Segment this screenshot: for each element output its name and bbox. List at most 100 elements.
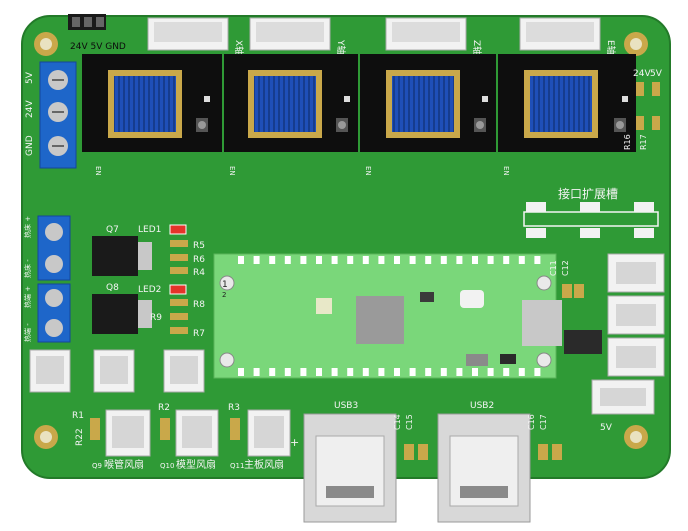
axis-connector-y xyxy=(249,17,331,51)
axis-label-y: Y轴 xyxy=(335,39,347,55)
pico-pin xyxy=(518,368,525,376)
usb3-label: USB3 xyxy=(334,401,358,411)
pico-pin xyxy=(440,368,447,376)
pico-pin xyxy=(347,256,354,264)
fan-connector-left-2 xyxy=(93,349,135,393)
stepper-driver-x xyxy=(82,54,222,152)
pico-pin xyxy=(425,368,432,376)
capacitor-c15: C15 xyxy=(405,414,414,430)
axis-connector-z xyxy=(385,17,467,51)
pico-pin xyxy=(456,368,463,376)
pico-pin xyxy=(440,256,447,264)
heater-label-hotend-plus: 热端 + xyxy=(23,286,32,308)
mosfet-q7-label: Q7 xyxy=(106,225,119,235)
pico-pin xyxy=(534,256,541,264)
five-v-label: 5V xyxy=(600,423,613,433)
pico-pin xyxy=(316,368,322,376)
terminal-label-gnd: GND xyxy=(25,135,35,156)
axis-label-x: X轴 xyxy=(233,40,245,55)
pico-pin xyxy=(253,368,260,376)
capacitor-c14: C14 xyxy=(393,414,402,430)
resistor-r7: R7 xyxy=(193,329,205,339)
resistor-r2: R2 xyxy=(158,403,170,413)
resistor-r3: R3 xyxy=(228,403,240,413)
pico-pin xyxy=(238,368,244,376)
pico-pin xyxy=(487,256,494,264)
pico-pin-1: 1 xyxy=(222,280,228,290)
right-resistor-r17: R17 xyxy=(639,134,648,150)
right-power-label-24v: 24V xyxy=(633,69,651,79)
led2 xyxy=(169,284,187,295)
resistor-r4: R4 xyxy=(193,268,205,278)
pico-pin xyxy=(456,256,463,264)
fan-connector-hotend xyxy=(105,409,151,457)
pico-pin xyxy=(378,256,385,264)
pico-pin xyxy=(378,368,385,376)
stepper-driver-e xyxy=(498,54,636,152)
resistor-r6: R6 xyxy=(193,255,205,265)
axis-label-e: E轴 xyxy=(605,40,617,55)
usb-port-2 xyxy=(437,413,531,523)
enable-label-z: EN xyxy=(364,166,372,176)
usb-port-3 xyxy=(303,413,397,523)
fan-connector-board xyxy=(247,409,291,457)
led1 xyxy=(169,224,187,235)
enable-label-y: EN xyxy=(228,166,236,176)
led2-label: LED2 xyxy=(138,285,161,295)
fan-label-model: 模型风扇 xyxy=(176,458,216,471)
stepper-driver-z xyxy=(360,54,496,152)
fan-transistor-q11: Q11 xyxy=(230,462,244,470)
axis-connector-e xyxy=(519,17,601,51)
resistor-r1: R1 xyxy=(72,411,84,421)
pico-pin xyxy=(238,256,244,264)
fan-label-board: 主板风扇 xyxy=(244,458,284,471)
resistor-r22: R22 xyxy=(75,428,85,446)
pico-pin xyxy=(362,368,369,376)
pico-pin xyxy=(409,368,416,376)
right-connector-4 xyxy=(591,379,655,415)
mounting-hole-br xyxy=(624,425,648,449)
terminal-label-24v: 24V xyxy=(25,100,35,118)
pico-pin xyxy=(300,256,307,264)
usb2-label: USB2 xyxy=(470,401,494,411)
fan-connector-left-3 xyxy=(163,349,205,393)
pico-pin xyxy=(253,256,260,264)
pico-pin-2: 2 xyxy=(222,291,226,299)
fan-transistor-q10: Q10 xyxy=(160,462,174,470)
right-connector-1 xyxy=(607,253,665,293)
fan-label-hotend: 喉管风扇 xyxy=(104,458,144,471)
axis-label-z: Z轴 xyxy=(471,40,483,55)
pico-pin xyxy=(534,368,541,376)
mounting-hole-tl xyxy=(34,32,58,56)
pico-pin xyxy=(362,256,369,264)
pico-pin xyxy=(503,368,510,376)
stepper-driver-y xyxy=(224,54,358,152)
pico-pin xyxy=(394,368,400,376)
capacitor-c17: C17 xyxy=(539,414,548,430)
axis-connector-x xyxy=(147,17,229,51)
pico-pin xyxy=(284,256,291,264)
pico-pin xyxy=(472,368,478,376)
resistor-r5: R5 xyxy=(193,241,205,251)
heater-label-bed-minus: 热床 - xyxy=(23,259,32,278)
pico-pin xyxy=(394,256,400,264)
terminal-label-5v: 5V xyxy=(25,71,35,84)
heater-label-hotend-minus: 热端 - xyxy=(23,323,32,342)
expansion-slot-label: 接口扩展槽 xyxy=(558,186,618,201)
pico-pin xyxy=(472,256,478,264)
enable-label-x: EN xyxy=(94,166,102,176)
right-connector-3 xyxy=(607,337,665,377)
pico-pin xyxy=(300,368,307,376)
pico-pin xyxy=(331,368,338,376)
pico-pin xyxy=(425,256,432,264)
capacitor-c12: C12 xyxy=(561,260,570,276)
led1-label: LED1 xyxy=(138,225,161,235)
right-resistor-r16: R16 xyxy=(623,134,632,150)
pico-pin xyxy=(316,256,322,264)
pico-pin xyxy=(331,256,338,264)
pico-pin xyxy=(284,368,291,376)
pico-pin xyxy=(269,256,276,264)
fan-connector-model xyxy=(175,409,219,457)
pico-module xyxy=(213,253,562,379)
